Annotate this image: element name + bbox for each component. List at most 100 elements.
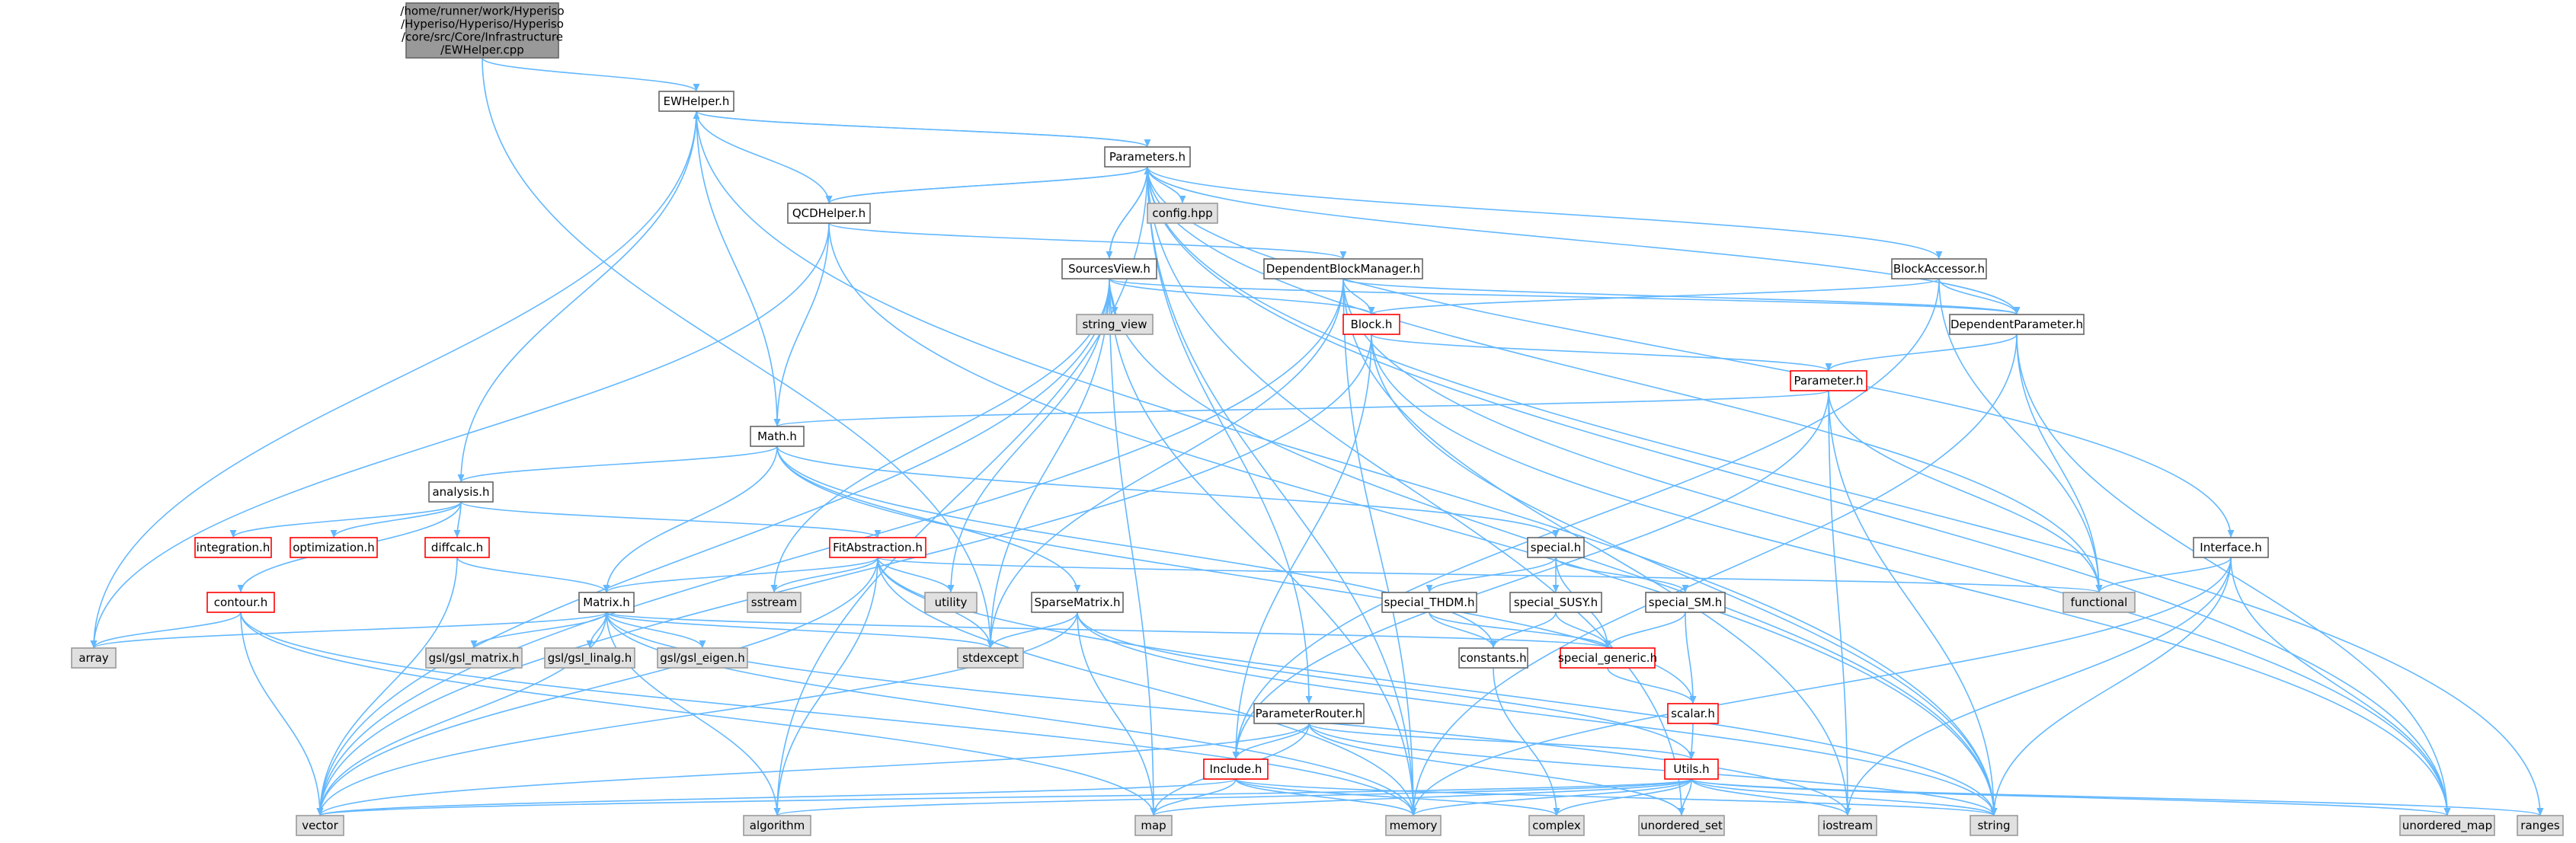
edge-line — [90, 611, 607, 649]
node-gsl_eigen[interactable]: gsl/gsl_eigen.h — [657, 647, 748, 669]
node-block[interactable]: Block.h — [1342, 314, 1400, 335]
node-paramrouter[interactable]: ParameterRouter.h — [1253, 703, 1365, 724]
node-vector[interactable]: vector — [296, 815, 344, 836]
edge-utils-to-ranges — [1691, 778, 2543, 816]
node-box — [578, 592, 635, 613]
node-contour[interactable]: contour.h — [206, 592, 275, 613]
node-math[interactable]: Math.h — [750, 426, 805, 447]
edge-blockaccessor-to-block — [1368, 278, 1940, 315]
node-depblockmgr[interactable]: DependentBlockManager.h — [1263, 258, 1423, 279]
node-algorithm[interactable]: algorithm — [743, 815, 811, 836]
edge-utils-to-complex — [1553, 778, 1692, 816]
edge-depparam-to-memory — [1410, 334, 2018, 816]
node-box — [657, 647, 748, 669]
edge-math-to-matrix — [603, 445, 778, 593]
node-ewhelper[interactable]: EWHelper.h — [658, 91, 734, 112]
edge-block-to-string — [1371, 334, 1998, 816]
edge-line — [482, 57, 700, 92]
node-string[interactable]: string — [1970, 815, 2018, 836]
node-constants[interactable]: constants.h — [1458, 647, 1528, 669]
node-label: sstream — [751, 596, 797, 609]
node-qcdhelper[interactable]: QCDHelper.h — [787, 203, 871, 224]
node-label: unordered_map — [2402, 819, 2492, 833]
node-array[interactable]: array — [71, 647, 117, 669]
node-box — [1061, 258, 1157, 279]
node-special_susy[interactable]: special_SUSY.h — [1509, 592, 1602, 613]
node-map[interactable]: map — [1134, 815, 1173, 836]
node-matrix[interactable]: Matrix.h — [578, 592, 635, 613]
node-special_sm[interactable]: special_SM.h — [1645, 592, 1726, 613]
edge-line — [460, 501, 882, 538]
node-label: ParameterRouter.h — [1256, 707, 1363, 720]
node-config[interactable]: config.hpp — [1147, 203, 1218, 224]
edge-special_thdm-to-special_generic — [1429, 611, 1611, 649]
edge-line — [1368, 278, 1940, 315]
node-parameters[interactable]: Parameters.h — [1104, 146, 1191, 168]
node-include[interactable]: Include.h — [1203, 758, 1269, 780]
edge-parameters-to-memory — [1147, 166, 1417, 816]
node-memory[interactable]: memory — [1385, 815, 1442, 836]
node-label: functional — [2071, 596, 2128, 609]
edge-ewhelper-to-array — [90, 110, 697, 649]
node-box — [71, 647, 117, 669]
node-utility[interactable]: utility — [924, 592, 978, 613]
node-ranges[interactable]: ranges — [2517, 815, 2564, 836]
edge-parameter-to-string — [1828, 390, 1998, 816]
node-fitabstraction[interactable]: FitAbstraction.h — [829, 537, 926, 558]
edge-depblockmgr-to-depparam — [1342, 278, 2021, 315]
node-gsl_linalg[interactable]: gsl/gsl_linalg.h — [544, 647, 635, 669]
node-iostream[interactable]: iostream — [1818, 815, 1877, 836]
node-sstream[interactable]: sstream — [747, 592, 802, 613]
node-diffcalc[interactable]: diffcalc.h — [424, 537, 490, 558]
node-gsl_matrix[interactable]: gsl/gsl_matrix.h — [425, 647, 523, 669]
node-unordered_map[interactable]: unordered_map — [2399, 815, 2495, 836]
edge-line — [606, 611, 1417, 816]
node-optimization[interactable]: optimization.h — [290, 537, 378, 558]
node-box — [424, 537, 490, 558]
node-box — [1970, 815, 2018, 836]
node-special_thdm[interactable]: special_THDM.h — [1381, 592, 1477, 613]
node-special_generic[interactable]: special_generic.h — [1558, 647, 1657, 669]
node-label: string_view — [1082, 318, 1147, 332]
node-utils[interactable]: Utils.h — [1664, 758, 1719, 780]
edge-line — [90, 611, 242, 649]
node-box — [1949, 314, 2085, 335]
node-integration[interactable]: integration.h — [194, 537, 272, 558]
edge-line — [470, 611, 607, 649]
edge-line — [877, 557, 955, 593]
node-analysis[interactable]: analysis.h — [428, 481, 494, 503]
node-sparsematrix[interactable]: SparseMatrix.h — [1031, 592, 1124, 613]
node-root[interactable]: /home/runner/work/Hyperiso/Hyperiso/Hype… — [400, 2, 565, 59]
node-complex[interactable]: complex — [1528, 815, 1585, 836]
edge-matrix-to-stdexcept — [606, 611, 994, 649]
edge-line — [696, 110, 781, 427]
edge-include-to-vector — [317, 778, 1237, 816]
node-special[interactable]: special.h — [1527, 537, 1585, 558]
node-box — [1638, 815, 1725, 836]
node-unordered_set[interactable]: unordered_set — [1638, 815, 1725, 836]
edge-line — [1077, 611, 1157, 816]
edge-line — [776, 445, 1560, 538]
node-sourcesview[interactable]: SourcesView.h — [1061, 258, 1157, 279]
node-label: unordered_set — [1640, 819, 1723, 833]
dependency-edges — [90, 57, 2544, 816]
node-label: scalar.h — [1671, 707, 1715, 720]
node-depparam[interactable]: DependentParameter.h — [1949, 314, 2085, 335]
node-box — [296, 815, 344, 836]
node-box — [750, 426, 805, 447]
node-stdexcept[interactable]: stdexcept — [957, 647, 1024, 669]
node-interface[interactable]: Interface.h — [2193, 537, 2269, 558]
node-box — [1203, 758, 1269, 780]
node-parameter[interactable]: Parameter.h — [1790, 370, 1867, 391]
edge-matrix-to-algorithm — [606, 611, 781, 816]
node-functional[interactable]: functional — [2062, 592, 2136, 613]
edge-line — [1109, 278, 2020, 315]
edge-line — [1308, 723, 1998, 816]
node-box — [1458, 647, 1528, 669]
edge-line — [987, 611, 1078, 649]
node-box — [1664, 758, 1719, 780]
node-scalar[interactable]: scalar.h — [1667, 703, 1719, 724]
node-blockaccessor[interactable]: BlockAccessor.h — [1891, 258, 1987, 279]
edge-line — [693, 110, 1148, 148]
node-string_view[interactable]: string_view — [1076, 314, 1154, 335]
